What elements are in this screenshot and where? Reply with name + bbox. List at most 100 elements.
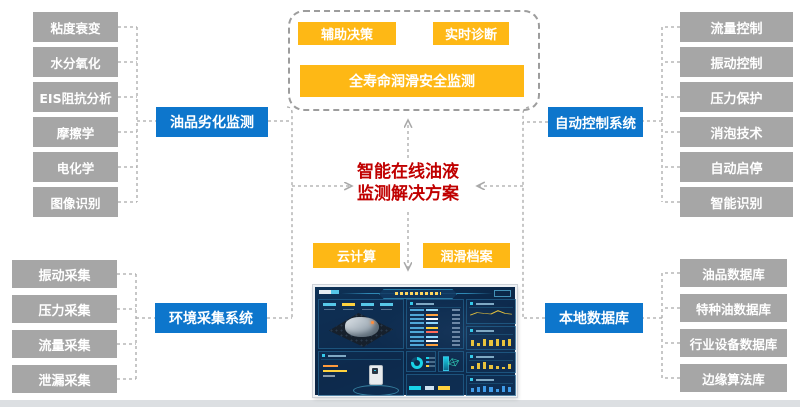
- hbar: [323, 375, 335, 377]
- dashboard-bar-chart-panel-3: [466, 375, 516, 396]
- hub-oil-degradation-monitoring: 油品劣化监测: [156, 107, 268, 137]
- bar: [483, 339, 487, 346]
- right-top-leaf-5: 智能识别: [680, 187, 793, 217]
- node-lubrication-archive: 润滑档案: [423, 243, 510, 268]
- left-top-leaf-0: 粘度衰变: [33, 12, 118, 42]
- dashboard-bar-chart-1: [471, 335, 511, 346]
- bar: [501, 367, 505, 369]
- bar: [471, 365, 475, 369]
- bar: [477, 363, 481, 369]
- left-bottom-leaf-1: 压力采集: [12, 295, 117, 323]
- output-group-container: [288, 10, 540, 111]
- right-bottom-leaf-0: 油品数据库: [680, 259, 787, 287]
- table-row: [410, 317, 460, 321]
- right-top-leaf-3: 消泡技术: [680, 117, 793, 147]
- oil-sensor-device: [369, 365, 383, 385]
- hub-local-database: 本地数据库: [545, 303, 643, 333]
- bar: [501, 386, 505, 392]
- right-bottom-leaf-list: 油品数据库特种油数据库行业设备数据库边缘算法库: [680, 259, 787, 392]
- dashboard-screenshot: [313, 285, 517, 397]
- dashboard-logo: [319, 290, 339, 294]
- bar: [495, 366, 499, 369]
- left-top-leaf-3: 摩擦学: [33, 117, 118, 147]
- right-bottom-leaf-3: 边缘算法库: [680, 364, 787, 392]
- panel-header: [469, 301, 513, 308]
- panel-header: [409, 301, 461, 308]
- bar: [495, 339, 499, 346]
- dashboard-horizontal-bars: [323, 365, 357, 380]
- left-bottom-leaf-list: 振动采集压力采集流量采集泄漏采集: [12, 260, 117, 393]
- hbar: [323, 365, 339, 367]
- left-top-leaf-4: 电化学: [33, 152, 118, 182]
- node-lifecycle-lubrication-safety-monitoring: 全寿命润滑安全监测: [300, 65, 524, 97]
- bar: [471, 388, 475, 392]
- bar: [507, 339, 511, 346]
- node-real-time-diagnosis: 实时诊断: [433, 22, 509, 45]
- table-row: [410, 330, 460, 334]
- dashboard-header: [315, 287, 515, 299]
- bar: [489, 387, 493, 392]
- left-top-leaf-5: 图像识别: [33, 187, 118, 217]
- bar: [483, 362, 487, 369]
- dashboard-stats-row: [323, 303, 399, 306]
- table-row: [410, 334, 460, 338]
- right-top-leaf-4: 自动启停: [680, 152, 793, 182]
- right-bottom-leaf-2: 行业设备数据库: [680, 329, 787, 357]
- dashboard-3d-model-panel: [318, 299, 404, 349]
- donut-legend: [426, 357, 435, 369]
- wireframe-shape: [447, 358, 460, 367]
- bar: [489, 364, 493, 369]
- bar: [483, 385, 487, 392]
- node-auxiliary-decision: 辅助决策: [298, 22, 396, 45]
- dashboard-title-plate: [379, 289, 457, 299]
- dashboard-bar-chart-panel-2: [466, 352, 516, 373]
- dashboard-gauge-panel: [438, 351, 464, 372]
- bar: [477, 342, 481, 346]
- dashboard-bar-chart-3: [471, 384, 511, 392]
- bar: [489, 339, 493, 346]
- bar: [507, 387, 511, 392]
- donut-chart: [411, 357, 423, 369]
- right-top-leaf-2: 压力保护: [680, 82, 793, 112]
- dashboard-line-chart-panel: [466, 299, 516, 324]
- center-title: 智能在线油液 监测解决方案: [348, 161, 468, 205]
- dashboard-gearbox-model: [345, 317, 379, 337]
- bar: [495, 388, 499, 392]
- node-cloud-computing: 云计算: [313, 243, 400, 268]
- right-top-leaf-0: 流量控制: [680, 12, 793, 42]
- left-top-leaf-2: EIS阻抗分析: [33, 82, 118, 112]
- dashboard-bar-chart-panel-1: [466, 326, 516, 350]
- dashboard-bar-chart-2: [471, 361, 511, 369]
- device-platform-ring: [353, 385, 399, 395]
- dashboard-device-panel: [318, 351, 404, 396]
- dashboard-header-button: [494, 290, 511, 297]
- center-title-line1: 智能在线油液: [357, 162, 459, 182]
- left-bottom-leaf-2: 流量采集: [12, 330, 117, 358]
- left-bottom-leaf-3: 泄漏采集: [12, 365, 117, 393]
- dashboard-donut-panel: [406, 351, 436, 372]
- right-top-leaf-1: 振动控制: [680, 47, 793, 77]
- panel-header: [469, 354, 513, 361]
- dashboard-parameter-table-panel: [406, 299, 464, 349]
- left-top-leaf-1: 水分氧化: [33, 47, 118, 77]
- center-title-line2: 监测解决方案: [357, 184, 459, 204]
- panel-header: [469, 328, 513, 335]
- table-row: [410, 343, 460, 347]
- bottom-shadow-strip: [0, 400, 800, 407]
- right-top-leaf-list: 流量控制振动控制压力保护消泡技术自动启停智能识别: [680, 12, 793, 217]
- bar: [507, 364, 511, 369]
- dashboard-line-chart: [470, 308, 512, 320]
- table-row: [410, 308, 460, 312]
- panel-header: [469, 377, 513, 384]
- bar: [471, 339, 475, 346]
- panel-header: [321, 353, 401, 360]
- table-row: [410, 321, 460, 325]
- left-top-leaf-list: 粘度衰变水分氧化 EIS阻抗分析摩擦学电化学图像识别: [33, 12, 118, 217]
- right-bottom-leaf-1: 特种油数据库: [680, 294, 787, 322]
- hbar: [323, 370, 347, 372]
- dashboard-bottom-stats-panel: [406, 374, 464, 396]
- table-row: [410, 326, 460, 330]
- hub-automatic-control-system: 自动控制系统: [548, 107, 643, 137]
- left-bottom-leaf-0: 振动采集: [12, 260, 117, 288]
